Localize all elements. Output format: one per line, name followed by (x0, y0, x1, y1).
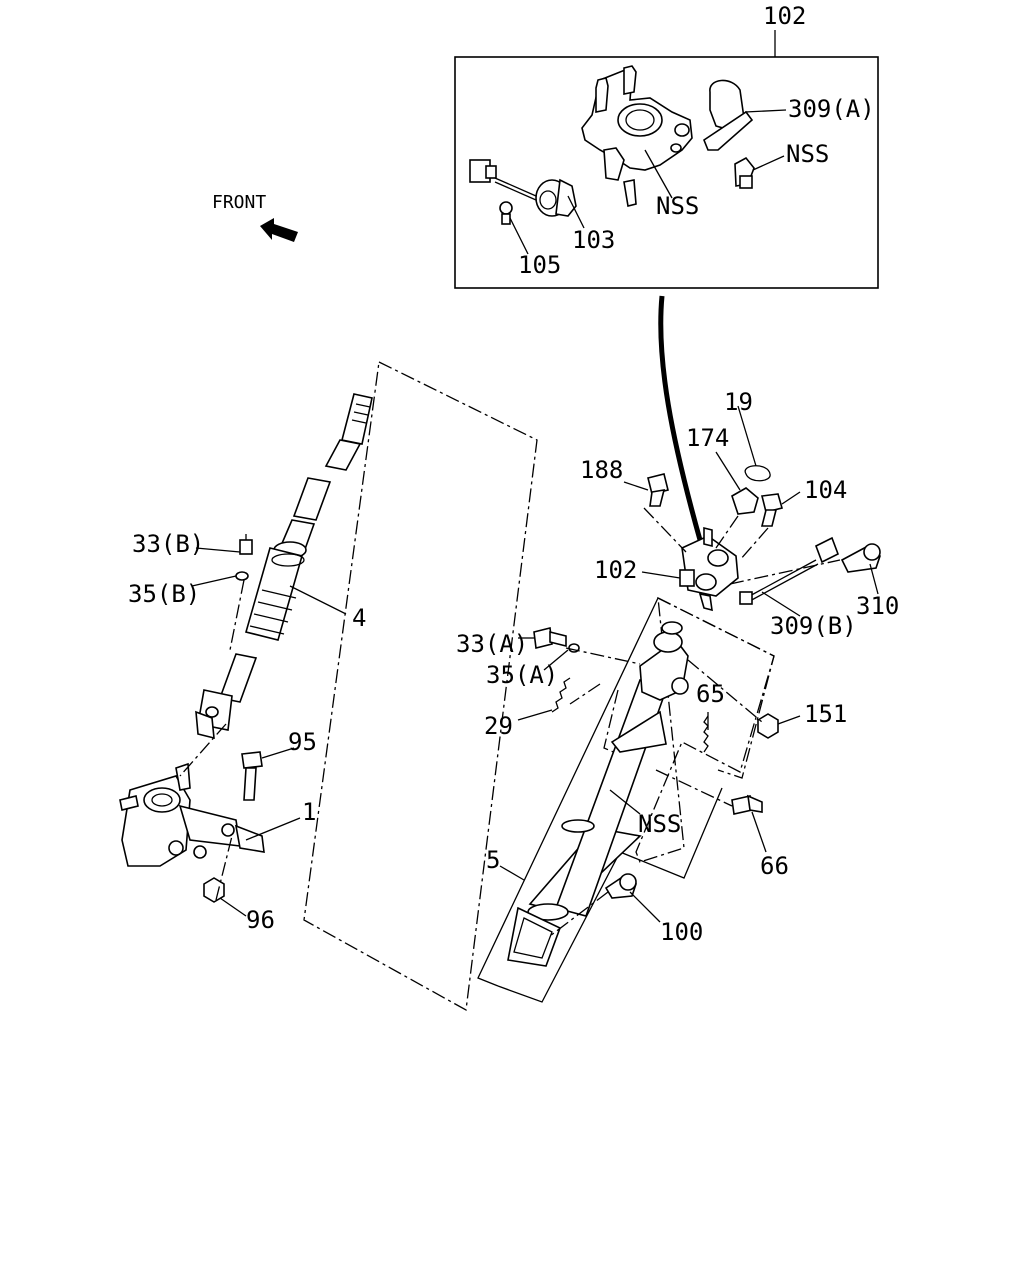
bolt-33a (533, 627, 567, 649)
shaft-group-outline (303, 361, 538, 1012)
switch-103 (469, 159, 577, 217)
nut-151 (757, 713, 779, 739)
front-arrow-icon (260, 218, 298, 242)
label-95: 95 (288, 728, 317, 756)
label-nss-column: NSS (638, 810, 681, 838)
label-front: FRONT (212, 192, 266, 213)
inset-detail-box: 102 309(A) NSS NSS 103 105 (454, 2, 879, 289)
label-309b: 309(B) (770, 612, 857, 640)
bolt-104 (760, 493, 783, 527)
label-65: 65 (696, 680, 725, 708)
label-29: 29 (484, 712, 513, 740)
intermediate-shaft-4 (195, 393, 373, 740)
ignition-switch-housing (581, 65, 693, 207)
bolt-95 (241, 751, 263, 801)
screw-105 (499, 201, 513, 225)
bolt-nss-inset (734, 156, 755, 189)
label-104: 104 (804, 476, 847, 504)
label-19: 19 (724, 388, 753, 416)
ignition-housing-102 (679, 526, 739, 612)
bolt-188 (647, 473, 669, 507)
label-1: 1 (302, 798, 316, 826)
label-102-top: 102 (763, 2, 806, 30)
label-105: 105 (518, 251, 561, 279)
label-35b: 35(B) (128, 580, 200, 608)
label-310: 310 (856, 592, 899, 620)
bolt-66 (731, 794, 763, 815)
label-35a: 35(A) (486, 661, 558, 689)
label-103: 103 (572, 226, 615, 254)
bolt-100 (604, 873, 637, 899)
align-line-shaft-gear (179, 723, 227, 777)
steering-column-5 (507, 621, 689, 967)
label-102-mid: 102 (594, 556, 637, 584)
label-4: 4 (352, 604, 366, 632)
label-188: 188 (580, 456, 623, 484)
label-nss-inset-center: NSS (656, 192, 699, 220)
label-66: 66 (760, 852, 789, 880)
label-33a: 33(A) (456, 630, 528, 658)
label-33b: 33(B) (132, 530, 204, 558)
label-96: 96 (246, 906, 275, 934)
label-5: 5 (486, 846, 500, 874)
nut-96 (203, 877, 225, 903)
bracket-309a (703, 79, 754, 151)
steering-gear-1 (119, 762, 265, 867)
label-nss-inset-right: NSS (786, 140, 829, 168)
label-100: 100 (660, 918, 703, 946)
spring-29 (551, 677, 571, 713)
spring-65 (703, 715, 709, 753)
bolt-33b (239, 534, 253, 555)
label-151: 151 (804, 700, 847, 728)
bolt-310 (840, 543, 881, 573)
label-174: 174 (686, 424, 729, 452)
inset-reference-arrow (658, 295, 703, 541)
nut-174 (731, 487, 759, 515)
label-309a: 309(A) (788, 95, 875, 123)
washer-35b (235, 571, 249, 581)
ring-19 (744, 465, 771, 482)
rod-309b (739, 536, 840, 605)
column-bracket-outline (657, 597, 775, 779)
inset-frame (454, 56, 879, 289)
front-direction-indicator: FRONT (212, 192, 298, 242)
